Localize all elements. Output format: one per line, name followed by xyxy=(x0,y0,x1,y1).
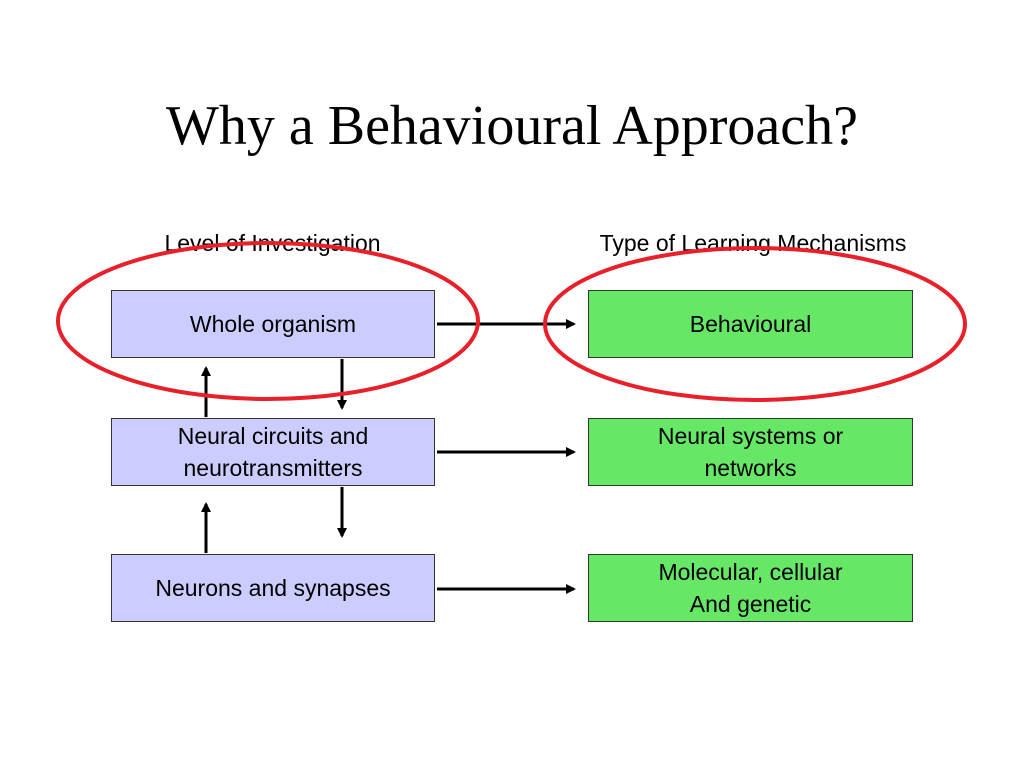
slide-title: Why a Behavioural Approach? xyxy=(166,95,858,157)
level-box-whole-organism: Whole organism xyxy=(111,290,435,358)
mechanism-box-neural-systems: Neural systems or networks xyxy=(588,418,913,486)
highlight-ellipse-whole-organism xyxy=(56,241,480,401)
level-box-neural-circuits: Neural circuits and neurotransmitters xyxy=(111,418,435,486)
mechanism-box-molecular: Molecular, cellular And genetic xyxy=(588,554,913,622)
learning-mechanisms-header: Type of Learning Mechanisms xyxy=(599,230,907,256)
level-box-neurons-synapses: Neurons and synapses xyxy=(111,554,435,622)
mechanism-box-behavioural: Behavioural xyxy=(588,290,913,358)
highlight-ellipse-behavioural xyxy=(543,246,967,402)
